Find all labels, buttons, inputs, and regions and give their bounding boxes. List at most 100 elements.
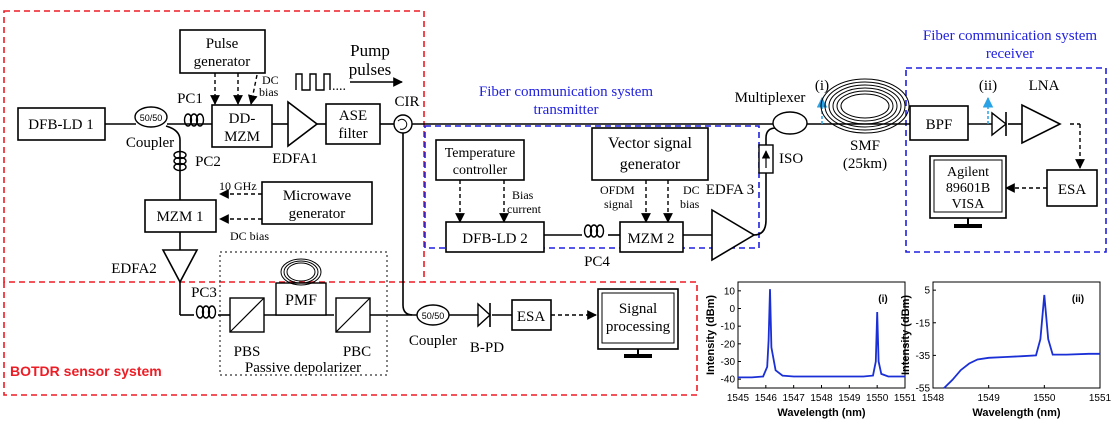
dfb-ld1-box: [17, 107, 106, 141]
x-tick-label: 1548: [810, 393, 833, 404]
ofdm-signal-line2: signal: [604, 197, 633, 211]
x-tick-label: 1551: [1089, 393, 1112, 404]
microwave-generator-box: [261, 181, 373, 225]
edfa3-amplifier: [711, 208, 756, 262]
ofdm-signal-line1: OFDM: [600, 183, 635, 197]
signal-processing-label-line2: processing: [606, 319, 671, 335]
pbc-label: PBC: [343, 344, 371, 360]
circulator-label: CIR: [394, 94, 419, 110]
x-tick-label: 1550: [1033, 393, 1056, 404]
y-tick-label: 5: [924, 286, 930, 297]
y-tick-label: -40: [721, 375, 736, 386]
splitter-ratio: 50/50: [140, 113, 163, 123]
dfb-ld2-box: [445, 221, 545, 253]
bias-current-line1: Bias: [512, 188, 534, 202]
bias-current-line2: current: [507, 202, 542, 216]
edfa2-amplifier: [161, 249, 199, 284]
botdr-region-label: BOTDR sensor system: [10, 363, 162, 379]
edfa1-label: EDFA1: [272, 151, 318, 167]
microwave-generator-label-line1: Microwave: [283, 188, 352, 204]
signal-processing-monitor: [597, 288, 679, 358]
y-tick-label: -55: [916, 384, 931, 395]
dfb-ld2-label: DFB-LD 2: [462, 231, 527, 247]
temperature-controller-label-line1: Temperature: [445, 146, 516, 161]
bpf-label: BPF: [926, 117, 953, 133]
receiver-region-border: [905, 67, 1107, 253]
splitter-50-50: [134, 106, 168, 128]
transmitter-label-line2: transmitter: [534, 102, 599, 118]
mzm2-label: MZM 2: [627, 231, 674, 247]
receiver-photodiode: [991, 111, 1008, 137]
pbc-diagonal: [335, 297, 371, 333]
agilent-visa-monitor: [929, 155, 1007, 228]
x-tick-label: 1549: [978, 393, 1001, 404]
dc-bias-mzm1-label: DC bias: [230, 229, 269, 243]
vector-signal-generator-label-line1: Vector signal: [608, 135, 693, 152]
circulator: [393, 114, 413, 134]
ase-filter-box: [325, 103, 381, 145]
dc-bias-top-line1: DC: [262, 73, 279, 87]
coupler2-50-50: [416, 304, 450, 326]
botdr-region-border: [3, 10, 425, 283]
y-tick-label: 0: [729, 304, 735, 315]
smf-spool: [820, 78, 910, 134]
x-axis-label: Wavelength (nm): [972, 407, 1061, 419]
chart-title: (ii): [1072, 294, 1084, 305]
dc-bias-top-line2: bias: [259, 85, 279, 99]
pump-pulses-label-line2: pulses: [349, 60, 392, 79]
x-axis-label: Wavelength (nm): [777, 407, 866, 419]
coupler1-label: Coupler: [126, 135, 174, 151]
lna-label: LNA: [1029, 78, 1060, 94]
pbs-diagonal: [229, 297, 265, 333]
pc4-label: PC4: [584, 254, 610, 270]
x-tick-label: 1547: [783, 393, 806, 404]
mzm1-label: MZM 1: [156, 209, 203, 225]
temperature-controller-box: [435, 139, 525, 181]
monitor-point-ii: (ii): [979, 78, 997, 94]
microwave-generator-label-line2: generator: [289, 206, 346, 222]
coupler2-ratio: 50/50: [422, 311, 445, 321]
ghz-label: 10 GHz: [219, 179, 257, 193]
receiver-label-line2: receiver: [986, 46, 1034, 62]
esa2-box: [1046, 169, 1098, 207]
edfa3-label: EDFA 3: [706, 182, 754, 198]
pump-pulse-dots: ....: [332, 79, 346, 94]
temperature-controller-label-line2: controller: [453, 163, 508, 178]
y-tick-label: -20: [721, 339, 736, 350]
bpd-diode: [477, 302, 492, 328]
ddmzm-label-line1: DD-: [229, 111, 256, 127]
pc2-coil: [173, 150, 187, 172]
y-axis-label: Intensity (dBm): [705, 295, 717, 375]
vector-signal-generator-box: [591, 127, 709, 181]
spectrum-series-line: [943, 294, 1100, 389]
dc-bias-mzm2-line1: DC: [683, 183, 700, 197]
y-axis-label: Intensity (dBm): [900, 295, 912, 375]
pulse-generator-label-line2: generator: [194, 54, 251, 70]
pmf-coil: [280, 258, 322, 286]
y-tick-label: 10: [724, 286, 736, 297]
transmitter-region-border: [424, 125, 760, 249]
pmf-label: PMF: [285, 292, 317, 309]
multiplexer: [772, 111, 808, 135]
dfb-ld1-label: DFB-LD 1: [28, 117, 93, 133]
pump-pulses-label-line1: Pump: [350, 41, 390, 60]
pump-pulse-train: [295, 73, 331, 91]
chart-title: (i): [878, 294, 887, 305]
bpd-label: B-PD: [470, 340, 504, 356]
ddmzm-label-line2: MZM: [224, 129, 260, 145]
pc4-coil: [583, 224, 605, 238]
circulator-arrow: [397, 118, 408, 130]
spectrum-series-line: [738, 289, 905, 379]
edfa1-amplifier: [287, 100, 319, 148]
coupler2-label: Coupler: [409, 333, 457, 349]
signal-processing-label-line1: Signal: [619, 301, 657, 317]
pc1-coil: [183, 113, 205, 127]
y-tick-label: -30: [721, 357, 736, 368]
esa1-label: ESA: [517, 309, 546, 325]
smf-label-line2: (25km): [843, 156, 887, 172]
ase-filter-label-line1: ASE: [339, 108, 367, 124]
x-tick-label: 1550: [866, 393, 889, 404]
